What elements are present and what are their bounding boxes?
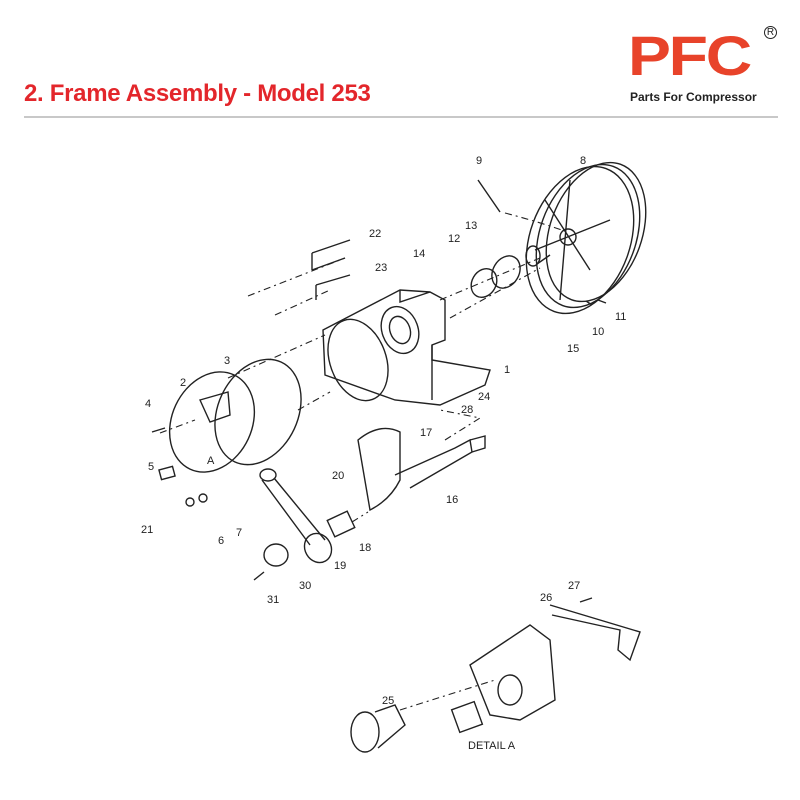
- callout-labels: 9 8 22 23 13 12 14 11 10 15 1 24 28 3 2 …: [141, 155, 626, 752]
- connecting-rod-part-19: [259, 468, 333, 564]
- logo-mark: PFC: [628, 24, 752, 87]
- callout-2: 2: [180, 377, 186, 389]
- callout-9: 9: [476, 155, 482, 167]
- cap-part-30: [263, 543, 289, 567]
- part-12: [491, 255, 521, 289]
- callout-28: 28: [461, 404, 473, 416]
- callout-20: 20: [332, 470, 344, 482]
- callout-16: 16: [446, 494, 458, 506]
- callout-3: 3: [224, 355, 230, 367]
- callout-21: 21: [141, 524, 153, 536]
- callout-14: 14: [413, 248, 425, 260]
- callout-10: 10: [592, 326, 604, 338]
- detail-a-assembly: [350, 597, 641, 753]
- registered-mark: R: [764, 26, 777, 39]
- pulley-part-8: [525, 161, 647, 315]
- frame-part-1: [322, 289, 491, 406]
- header-divider: [24, 116, 778, 118]
- callout-15: 15: [567, 343, 579, 355]
- callout-18: 18: [359, 542, 371, 554]
- part-14: [470, 267, 498, 299]
- detail-a-label: DETAIL A: [468, 740, 516, 752]
- detail-marker-a: A: [207, 455, 215, 467]
- callout-24: 24: [478, 391, 490, 403]
- part-13: [525, 245, 541, 267]
- callout-11: 11: [615, 311, 626, 323]
- callout-31: 31: [267, 594, 279, 606]
- callout-7: 7: [236, 527, 242, 539]
- callout-22: 22: [369, 228, 381, 240]
- gasket-part-3: [214, 358, 302, 466]
- callout-30: 30: [299, 580, 311, 592]
- cover-part-2: [168, 371, 256, 473]
- callout-12: 12: [448, 233, 460, 245]
- callout-17: 17: [420, 427, 432, 439]
- bearing-part-18: [326, 510, 356, 538]
- callout-8: 8: [580, 155, 586, 167]
- callout-26: 26: [540, 592, 552, 604]
- callout-23: 23: [375, 262, 387, 274]
- callout-6: 6: [218, 535, 224, 547]
- callout-27: 27: [568, 580, 580, 592]
- callout-4: 4: [145, 398, 151, 410]
- callout-19: 19: [334, 560, 346, 572]
- callout-25: 25: [382, 695, 394, 707]
- pfc-logo: PFC R Parts For Compressor: [628, 26, 778, 110]
- callout-1: 1: [504, 364, 510, 376]
- callout-5: 5: [148, 461, 154, 473]
- callout-13: 13: [465, 220, 477, 232]
- page-title: 2. Frame Assembly - Model 253: [24, 80, 371, 107]
- logo-tagline: Parts For Compressor: [630, 90, 757, 104]
- crankshaft-part-16: [357, 427, 486, 512]
